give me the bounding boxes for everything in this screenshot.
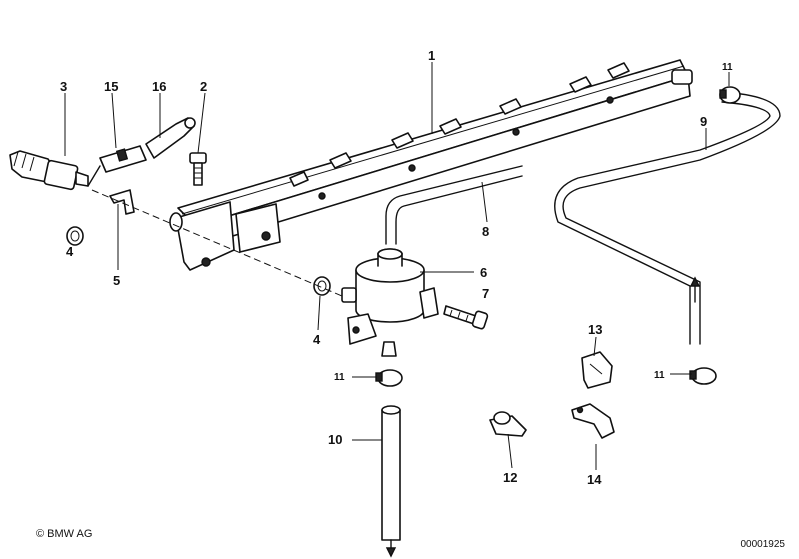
callout-5: 5 xyxy=(113,273,120,288)
callout-12: 12 xyxy=(503,470,517,485)
callout-13: 13 xyxy=(588,322,602,337)
callout-15: 15 xyxy=(104,79,118,94)
leader-lines xyxy=(64,62,730,470)
callout-4-center: 4 xyxy=(313,332,321,347)
callout-7: 7 xyxy=(482,286,489,301)
callout-11-top: 11 xyxy=(722,62,733,73)
copyright-notice: © BMW AG xyxy=(36,528,93,540)
drawing-number: 00001925 xyxy=(740,539,786,550)
screw-part-7 xyxy=(443,305,489,330)
assembly-line xyxy=(91,189,343,297)
callout-11-center: 11 xyxy=(334,372,345,383)
hose-clamp-part-11-center xyxy=(375,369,403,387)
callout-2: 2 xyxy=(200,79,207,94)
bolt-part-2 xyxy=(189,152,207,186)
callout-1: 1 xyxy=(428,48,435,63)
callout-9: 9 xyxy=(700,114,707,129)
callout-8: 8 xyxy=(482,224,489,239)
callout-4-left: 4 xyxy=(66,244,74,259)
injector-part-3 xyxy=(9,150,89,191)
hose-part-10 xyxy=(381,405,401,558)
callout-labels: 1 2 3 15 16 4 5 4 6 7 8 9 11 11 11 10 12… xyxy=(60,48,733,487)
fuel-rail xyxy=(169,59,693,271)
bracket-part-13 xyxy=(581,351,613,389)
callout-11-right: 11 xyxy=(654,370,665,381)
hose-clamp-part-11-right xyxy=(689,367,717,385)
callout-14: 14 xyxy=(587,472,602,487)
seal-ring-part-4-center xyxy=(313,276,331,296)
callout-6: 6 xyxy=(480,265,487,280)
bracket-part-14 xyxy=(571,403,615,439)
pressure-regulator-part-6 xyxy=(341,248,439,357)
callout-3: 3 xyxy=(60,79,67,94)
hose-clamp-part-11-top xyxy=(719,86,741,104)
return-line-part-9 xyxy=(554,91,781,345)
callout-10: 10 xyxy=(328,432,342,447)
connector-part-15 xyxy=(87,145,147,187)
seal-ring-part-4-left xyxy=(66,226,84,246)
fuel-line-part-8 xyxy=(385,165,523,245)
clip-part-5 xyxy=(109,189,135,215)
sensor-part-16 xyxy=(145,117,196,159)
grommet-part-12 xyxy=(489,411,527,437)
callout-16: 16 xyxy=(152,79,166,94)
